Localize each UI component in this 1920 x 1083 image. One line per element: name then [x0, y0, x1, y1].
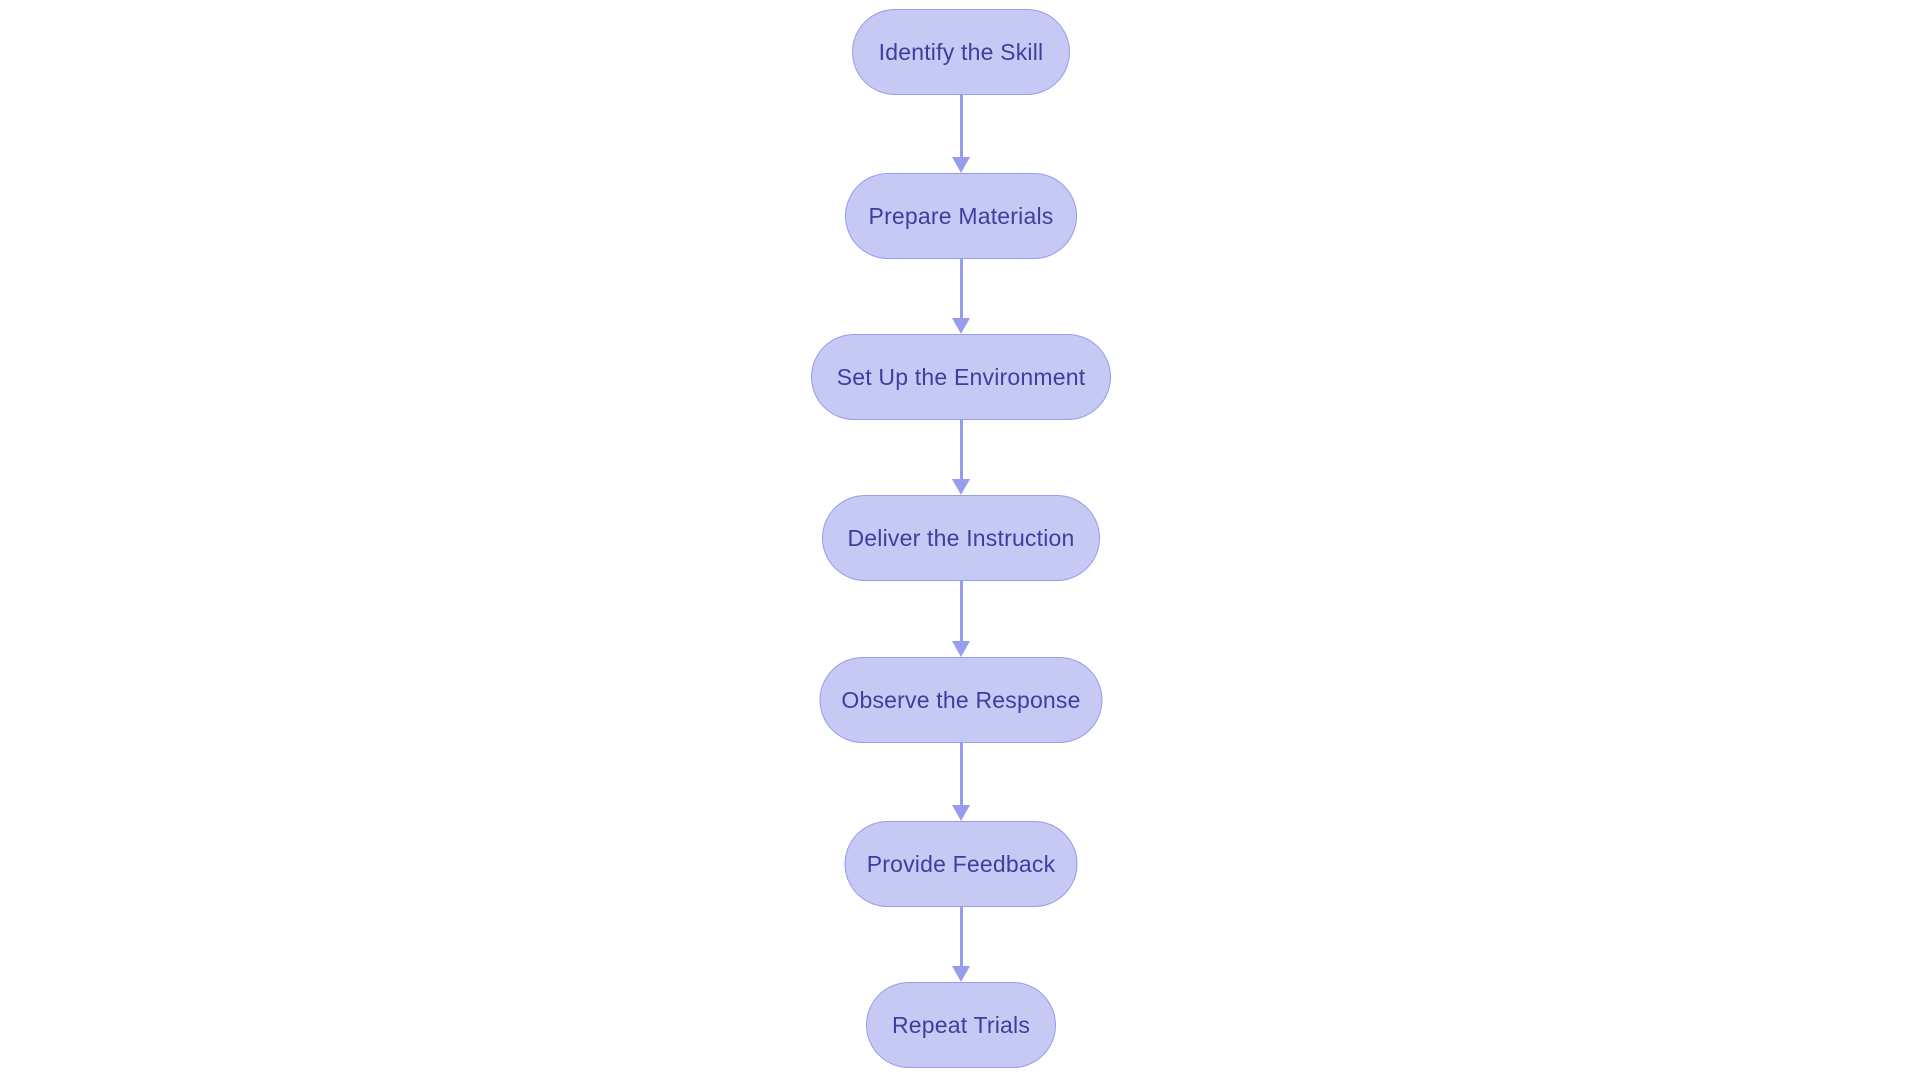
arrowhead-down-icon [952, 966, 970, 982]
flow-node-label: Identify the Skill [878, 38, 1044, 65]
flow-arrow-prepare-to-setup [951, 259, 971, 334]
arrowhead-down-icon [952, 641, 970, 657]
arrowhead-down-icon [952, 318, 970, 334]
flow-arrow-identify-to-prepare [951, 95, 971, 173]
flow-node-label: Deliver the Instruction [847, 524, 1075, 551]
flow-node-label: Provide Feedback [866, 850, 1056, 877]
flow-node-prepare-materials: Prepare Materials [845, 173, 1077, 259]
arrow-shaft [959, 95, 963, 157]
flow-node-identify-the-skill: Identify the Skill [852, 9, 1070, 95]
arrow-shaft [959, 259, 963, 318]
arrow-shaft [959, 581, 963, 641]
flow-node-label: Observe the Response [841, 686, 1081, 713]
flow-arrow-feedback-to-repeat [951, 907, 971, 982]
flow-node-label: Prepare Materials [868, 202, 1054, 229]
arrowhead-down-icon [952, 479, 970, 495]
flow-node-observe-the-response: Observe the Response [819, 657, 1103, 743]
arrow-shaft [959, 420, 963, 479]
flow-node-label: Repeat Trials [891, 1011, 1031, 1038]
flow-node-repeat-trials: Repeat Trials [866, 982, 1056, 1068]
arrow-shaft [959, 907, 963, 966]
flow-arrow-setup-to-deliver [951, 420, 971, 495]
arrowhead-down-icon [952, 157, 970, 173]
arrowhead-down-icon [952, 805, 970, 821]
flow-node-provide-feedback: Provide Feedback [844, 821, 1078, 907]
flow-node-label: Set Up the Environment [836, 363, 1086, 390]
flow-arrow-deliver-to-observe [951, 581, 971, 657]
arrow-shaft [959, 743, 963, 805]
flow-node-set-up-the-environment: Set Up the Environment [811, 334, 1111, 420]
flow-node-deliver-the-instruction: Deliver the Instruction [822, 495, 1100, 581]
flow-arrow-observe-to-feedback [951, 743, 971, 821]
